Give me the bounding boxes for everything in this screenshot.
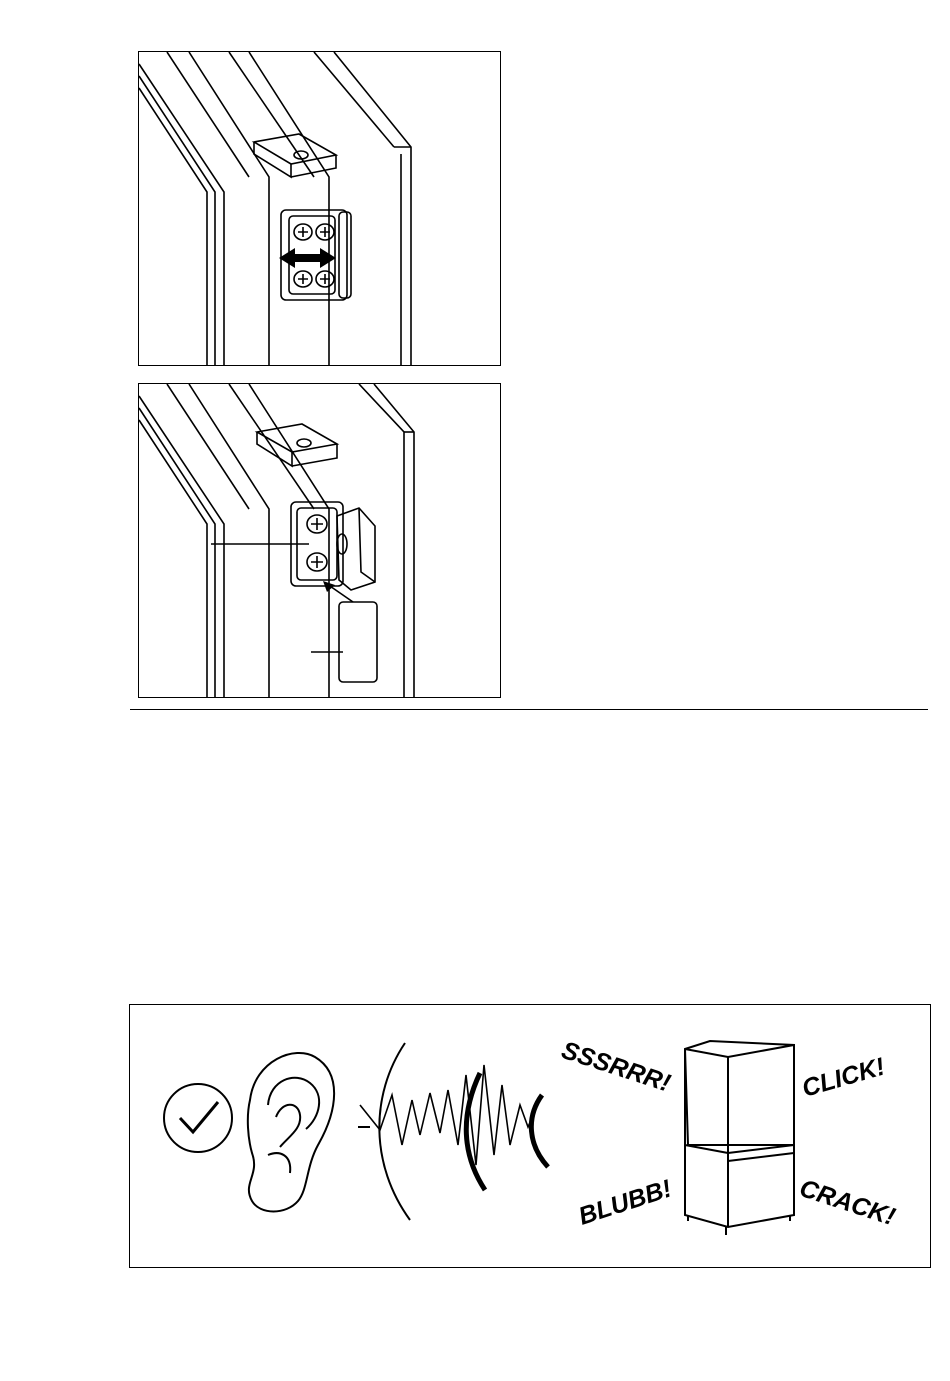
check-icon xyxy=(164,1084,232,1152)
door-hinge-cover-icon xyxy=(139,384,500,697)
normal-noises-icon: SSSRRR! CLICK! BLUBB! CRACK! xyxy=(130,1005,930,1267)
normal-noises-figure: SSSRRR! CLICK! BLUBB! CRACK! xyxy=(129,1004,931,1268)
hinge-adjustment-figure xyxy=(138,51,501,366)
sound-crack: CRACK! xyxy=(796,1174,898,1231)
door-hinge-adjust-icon xyxy=(139,52,500,365)
sound-sssrrr: SSSRRR! xyxy=(558,1036,674,1097)
sound-blubb: BLUBB! xyxy=(575,1174,675,1230)
section-divider xyxy=(130,709,928,710)
hinge-cover-figure xyxy=(138,383,501,698)
sound-click: CLICK! xyxy=(799,1053,888,1103)
ear-icon xyxy=(248,1053,334,1212)
fridge-icon xyxy=(685,1041,794,1145)
